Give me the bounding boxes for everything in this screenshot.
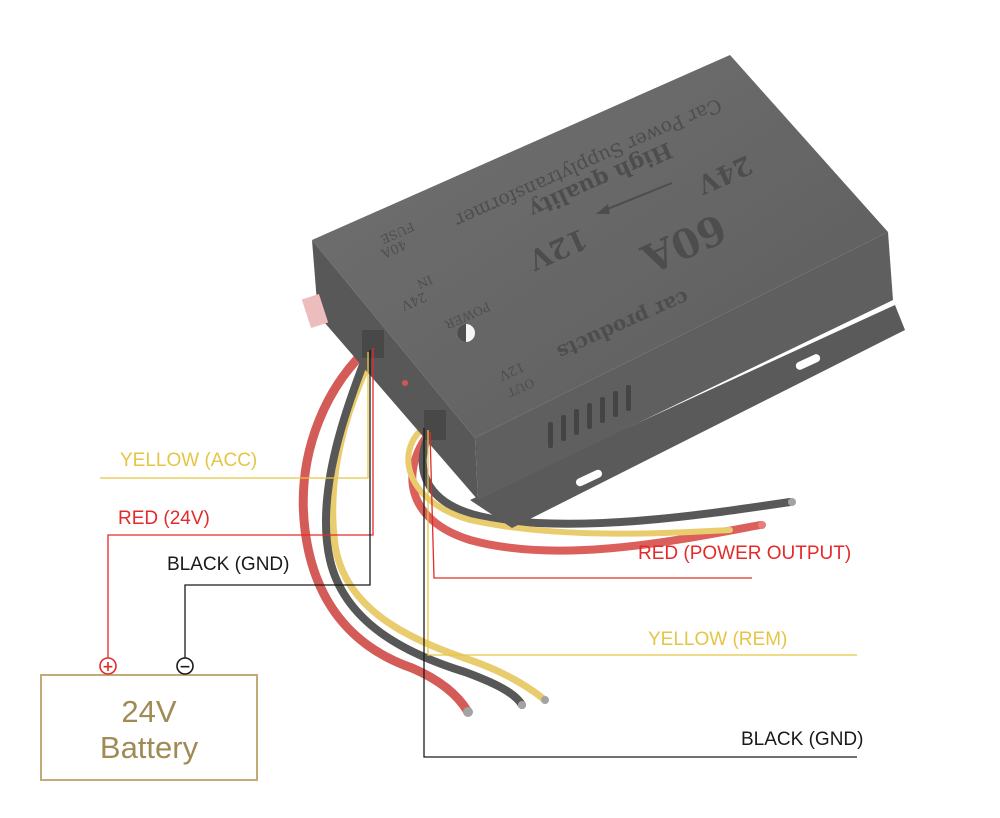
- yellow-rem-label: YELLOW (REM): [648, 629, 787, 650]
- vent-slots: [548, 385, 631, 448]
- device-arrowhead: [596, 204, 610, 214]
- yellow-rem-callout-line: [427, 430, 857, 656]
- black-output-tip: [788, 498, 796, 506]
- minus-terminal-icon: [176, 657, 194, 675]
- red-24v-callout-line: [107, 348, 374, 660]
- device-arrow: [599, 182, 673, 213]
- indicator-led: [402, 380, 408, 386]
- battery: 24V Battery + −: [40, 657, 258, 781]
- plus-terminal-icon: [99, 657, 117, 675]
- red-24v-label: RED (24V): [118, 508, 210, 529]
- yellow-acc-callout-line: [100, 352, 369, 479]
- battery-label: Battery: [100, 730, 199, 765]
- device-in-label: IN: [415, 272, 435, 291]
- red-input-tip: [463, 707, 473, 717]
- black-input-wire: [321, 348, 526, 709]
- fuse-holder: [301, 293, 329, 329]
- mount-slot-left: [575, 469, 603, 487]
- input-connector: [362, 330, 384, 358]
- red-input-wire: [298, 340, 473, 717]
- battery-frame: [40, 674, 258, 781]
- top-face: [312, 55, 888, 438]
- power-indicator-half: [457, 324, 466, 342]
- minus-terminal-sign: −: [179, 659, 191, 675]
- red-output-callout-line: [429, 431, 752, 579]
- black-gnd-in-label: BLACK (GND): [167, 554, 289, 575]
- black-gnd-out-callout-line: [423, 428, 857, 758]
- mounting-flange: [470, 305, 905, 528]
- yellow-acc-tip: [541, 696, 549, 704]
- yellow-rem-wire: [405, 422, 733, 537]
- input-wire-bundle: [298, 340, 549, 717]
- photo-fade-overlay: [280, 40, 920, 740]
- black-input-tip: [518, 701, 526, 709]
- red-power-output-label: RED (POWER OUTPUT): [638, 543, 851, 564]
- yellow-acc-label: YELLOW (ACC): [120, 450, 257, 471]
- red-output-tip: [758, 521, 766, 529]
- plus-terminal-sign: +: [102, 659, 114, 675]
- battery-voltage: 24V: [121, 694, 176, 729]
- side-face: [475, 232, 893, 500]
- black-gnd-out-label: BLACK (GND): [741, 729, 863, 750]
- callout-lines: [100, 348, 857, 758]
- mount-slot-right: [795, 354, 821, 370]
- black-gnd-in-callout-line: [184, 350, 371, 660]
